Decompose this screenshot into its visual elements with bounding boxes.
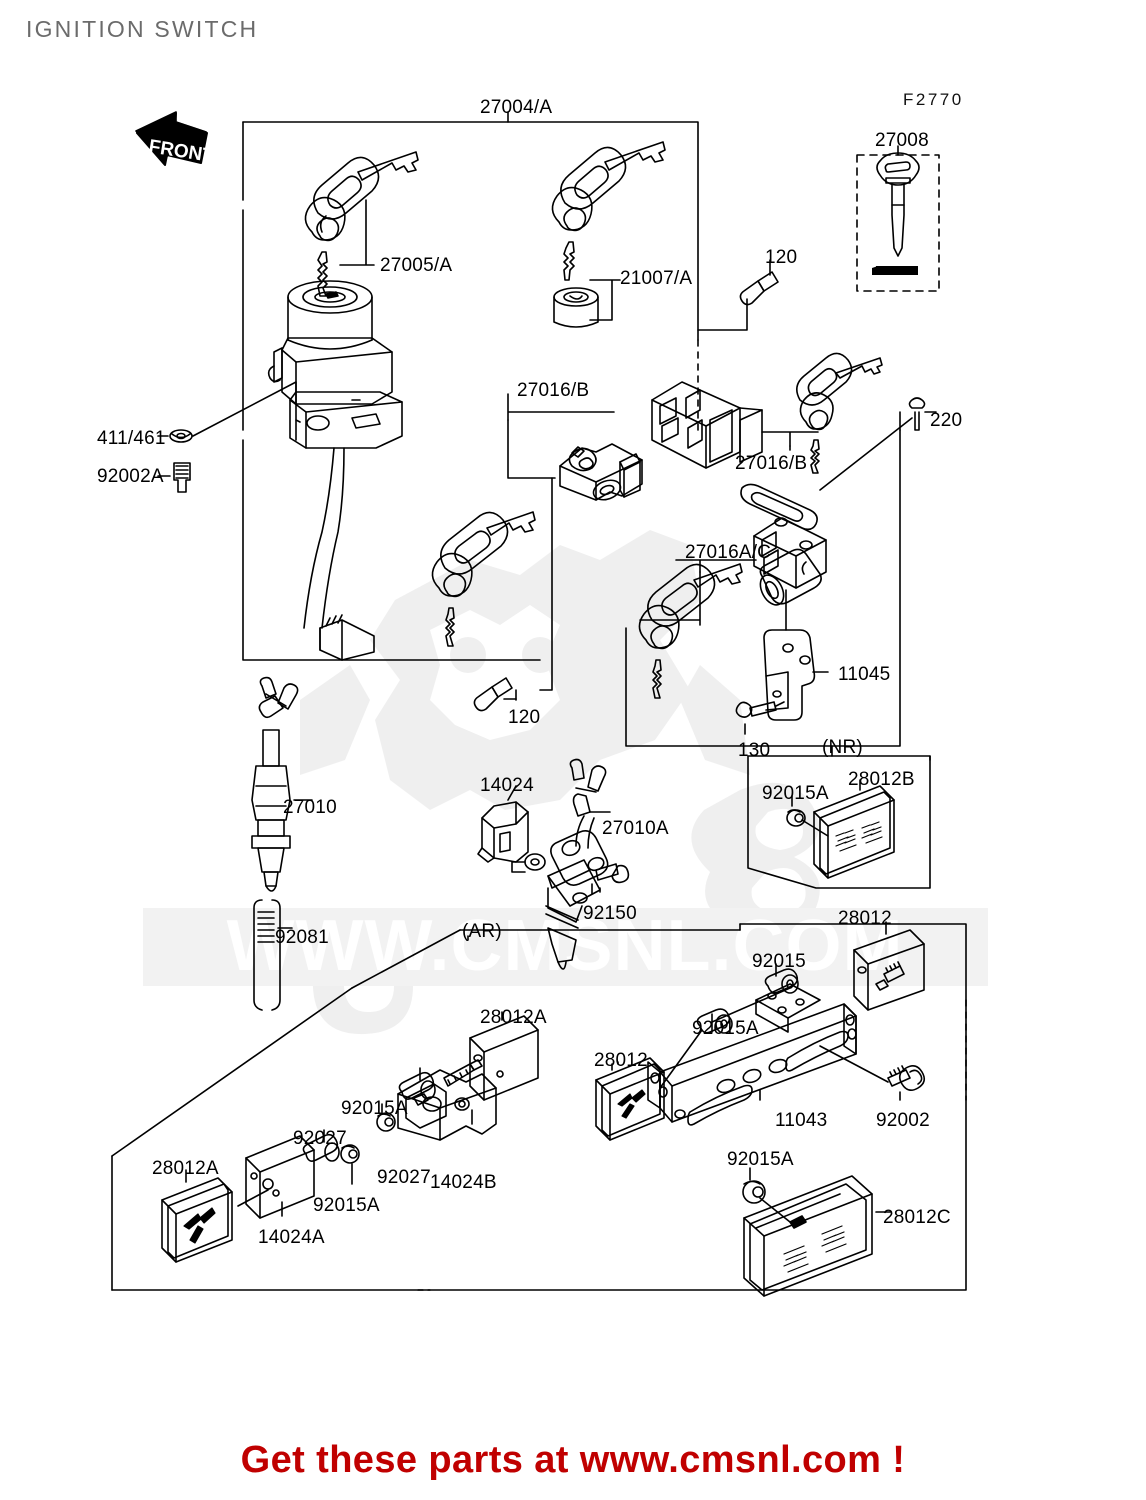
cover-14024a (246, 1136, 314, 1218)
reflector-28012c (744, 1176, 872, 1296)
part-label-14024a: 14024A (258, 1227, 325, 1248)
part-label-27016-b: 27016/B (517, 380, 590, 401)
key-pair-27005a (305, 152, 418, 296)
part-label-27008: 27008 (875, 130, 929, 151)
reflector-28012-center (596, 1058, 664, 1140)
part-label-28012c: 28012C (883, 1207, 951, 1228)
part-label-14024: 14024 (480, 775, 534, 796)
bolt-28012a-right (444, 1060, 482, 1086)
key-blank-27008 (877, 153, 919, 256)
key-pair-27016ac (639, 564, 742, 698)
key-pair-mid-left (432, 512, 535, 646)
footer-cta: Get these parts at www.cmsnl.com ! (240, 1439, 906, 1481)
bolt-120-upper (740, 272, 778, 305)
ar-region-box (112, 924, 966, 1290)
key-pair-27016b (797, 353, 882, 473)
pin-220 (910, 398, 925, 430)
part-label-92015a: 92015A (692, 1018, 759, 1039)
bracket-11045 (764, 630, 814, 720)
collar-92027-left (303, 1135, 339, 1161)
lock-27016b-right (652, 382, 762, 468)
part-label-92150: 92150 (583, 903, 637, 924)
part-label-120: 120 (508, 707, 541, 728)
part-label-130: 130 (738, 740, 771, 761)
lock-27016b-left (560, 444, 642, 503)
nut-92015a-28012c (743, 1181, 765, 1203)
nut-92015a-14024a (341, 1145, 359, 1163)
front-text: FRONT (147, 136, 215, 167)
part-label-28012b: 28012B (848, 769, 915, 790)
part-label-27010a: 27010A (602, 818, 669, 839)
rotor-21007a (554, 288, 598, 327)
key-pair-21007a (552, 142, 665, 280)
bolt-92002a (174, 463, 190, 492)
reflector-28012b (814, 786, 894, 878)
part-label-ar: (AR) (462, 921, 502, 942)
washer-411-461 (170, 430, 192, 442)
bolt-120-center (474, 678, 512, 711)
front-arrow-outline (137, 113, 207, 165)
nr-box (748, 756, 930, 888)
part-label-92015a: 92015A (762, 783, 829, 804)
cover-14024 (478, 802, 528, 862)
part-label-120: 120 (765, 247, 798, 268)
switch-27010a (512, 760, 608, 970)
page-title: IGNITION SWITCH (26, 16, 259, 42)
part-label-92015a: 92015A (727, 1149, 794, 1170)
reflector-28012a-left (162, 1178, 232, 1262)
part-label-92002a: 92002A (97, 466, 164, 487)
spring-92081 (254, 900, 280, 1010)
part-label-27010: 27010 (283, 797, 337, 818)
part-label-92027: 92027 (293, 1128, 347, 1149)
part-label-92015a: 92015A (341, 1098, 408, 1119)
part-label-27005-a: 27005/A (380, 255, 453, 276)
bolt-28012-right (876, 962, 904, 990)
part-label-28012: 28012 (838, 908, 892, 929)
part-label-14024b: 14024B (430, 1172, 497, 1193)
part-label-92081: 92081 (275, 927, 329, 948)
part-label-28012: 28012 (594, 1050, 648, 1071)
part-label-27016-b: 27016/B (735, 453, 808, 474)
nut-92015a-nr (787, 810, 805, 826)
figure-code: F2770 (903, 90, 964, 109)
part-label-92015: 92015 (752, 951, 806, 972)
bolt-92002 (888, 1066, 924, 1091)
reflector-28012-right (854, 930, 924, 1010)
part-label-21007-a: 21007/A (620, 268, 693, 289)
part-label-27004-a: 27004/A (480, 97, 553, 118)
part-label-220: 220 (930, 410, 963, 431)
part-label-11045: 11045 (838, 664, 891, 685)
bolt-130 (736, 702, 776, 717)
ignition-switch-body (269, 281, 402, 660)
collar-92027-right (399, 1073, 435, 1099)
part-label-92027: 92027 (377, 1167, 431, 1188)
part-label-28012a: 28012A (152, 1158, 219, 1179)
lock-27016ac (741, 484, 826, 608)
nut-92015a-bracket (697, 1009, 732, 1033)
switch-27010 (252, 678, 298, 892)
part-label-92002: 92002 (876, 1110, 930, 1131)
part-label-28012a: 28012A (480, 1007, 547, 1028)
bolt-92150 (596, 864, 628, 882)
part-label-27016a-c: 27016A/C (685, 542, 772, 563)
nut-92015a-14024b (377, 1113, 395, 1131)
group-box-27004a (243, 122, 698, 660)
part-label-92015a: 92015A (313, 1195, 380, 1216)
part-label-nr: (NR) (822, 737, 863, 758)
svg-text:WWW.CMSNL.COM: WWW.CMSNL.COM (227, 906, 904, 986)
part-label-411-461: 411/461 (97, 428, 166, 449)
reflector-28012a-right (470, 1016, 538, 1100)
part-label-11043: 11043 (775, 1110, 828, 1131)
